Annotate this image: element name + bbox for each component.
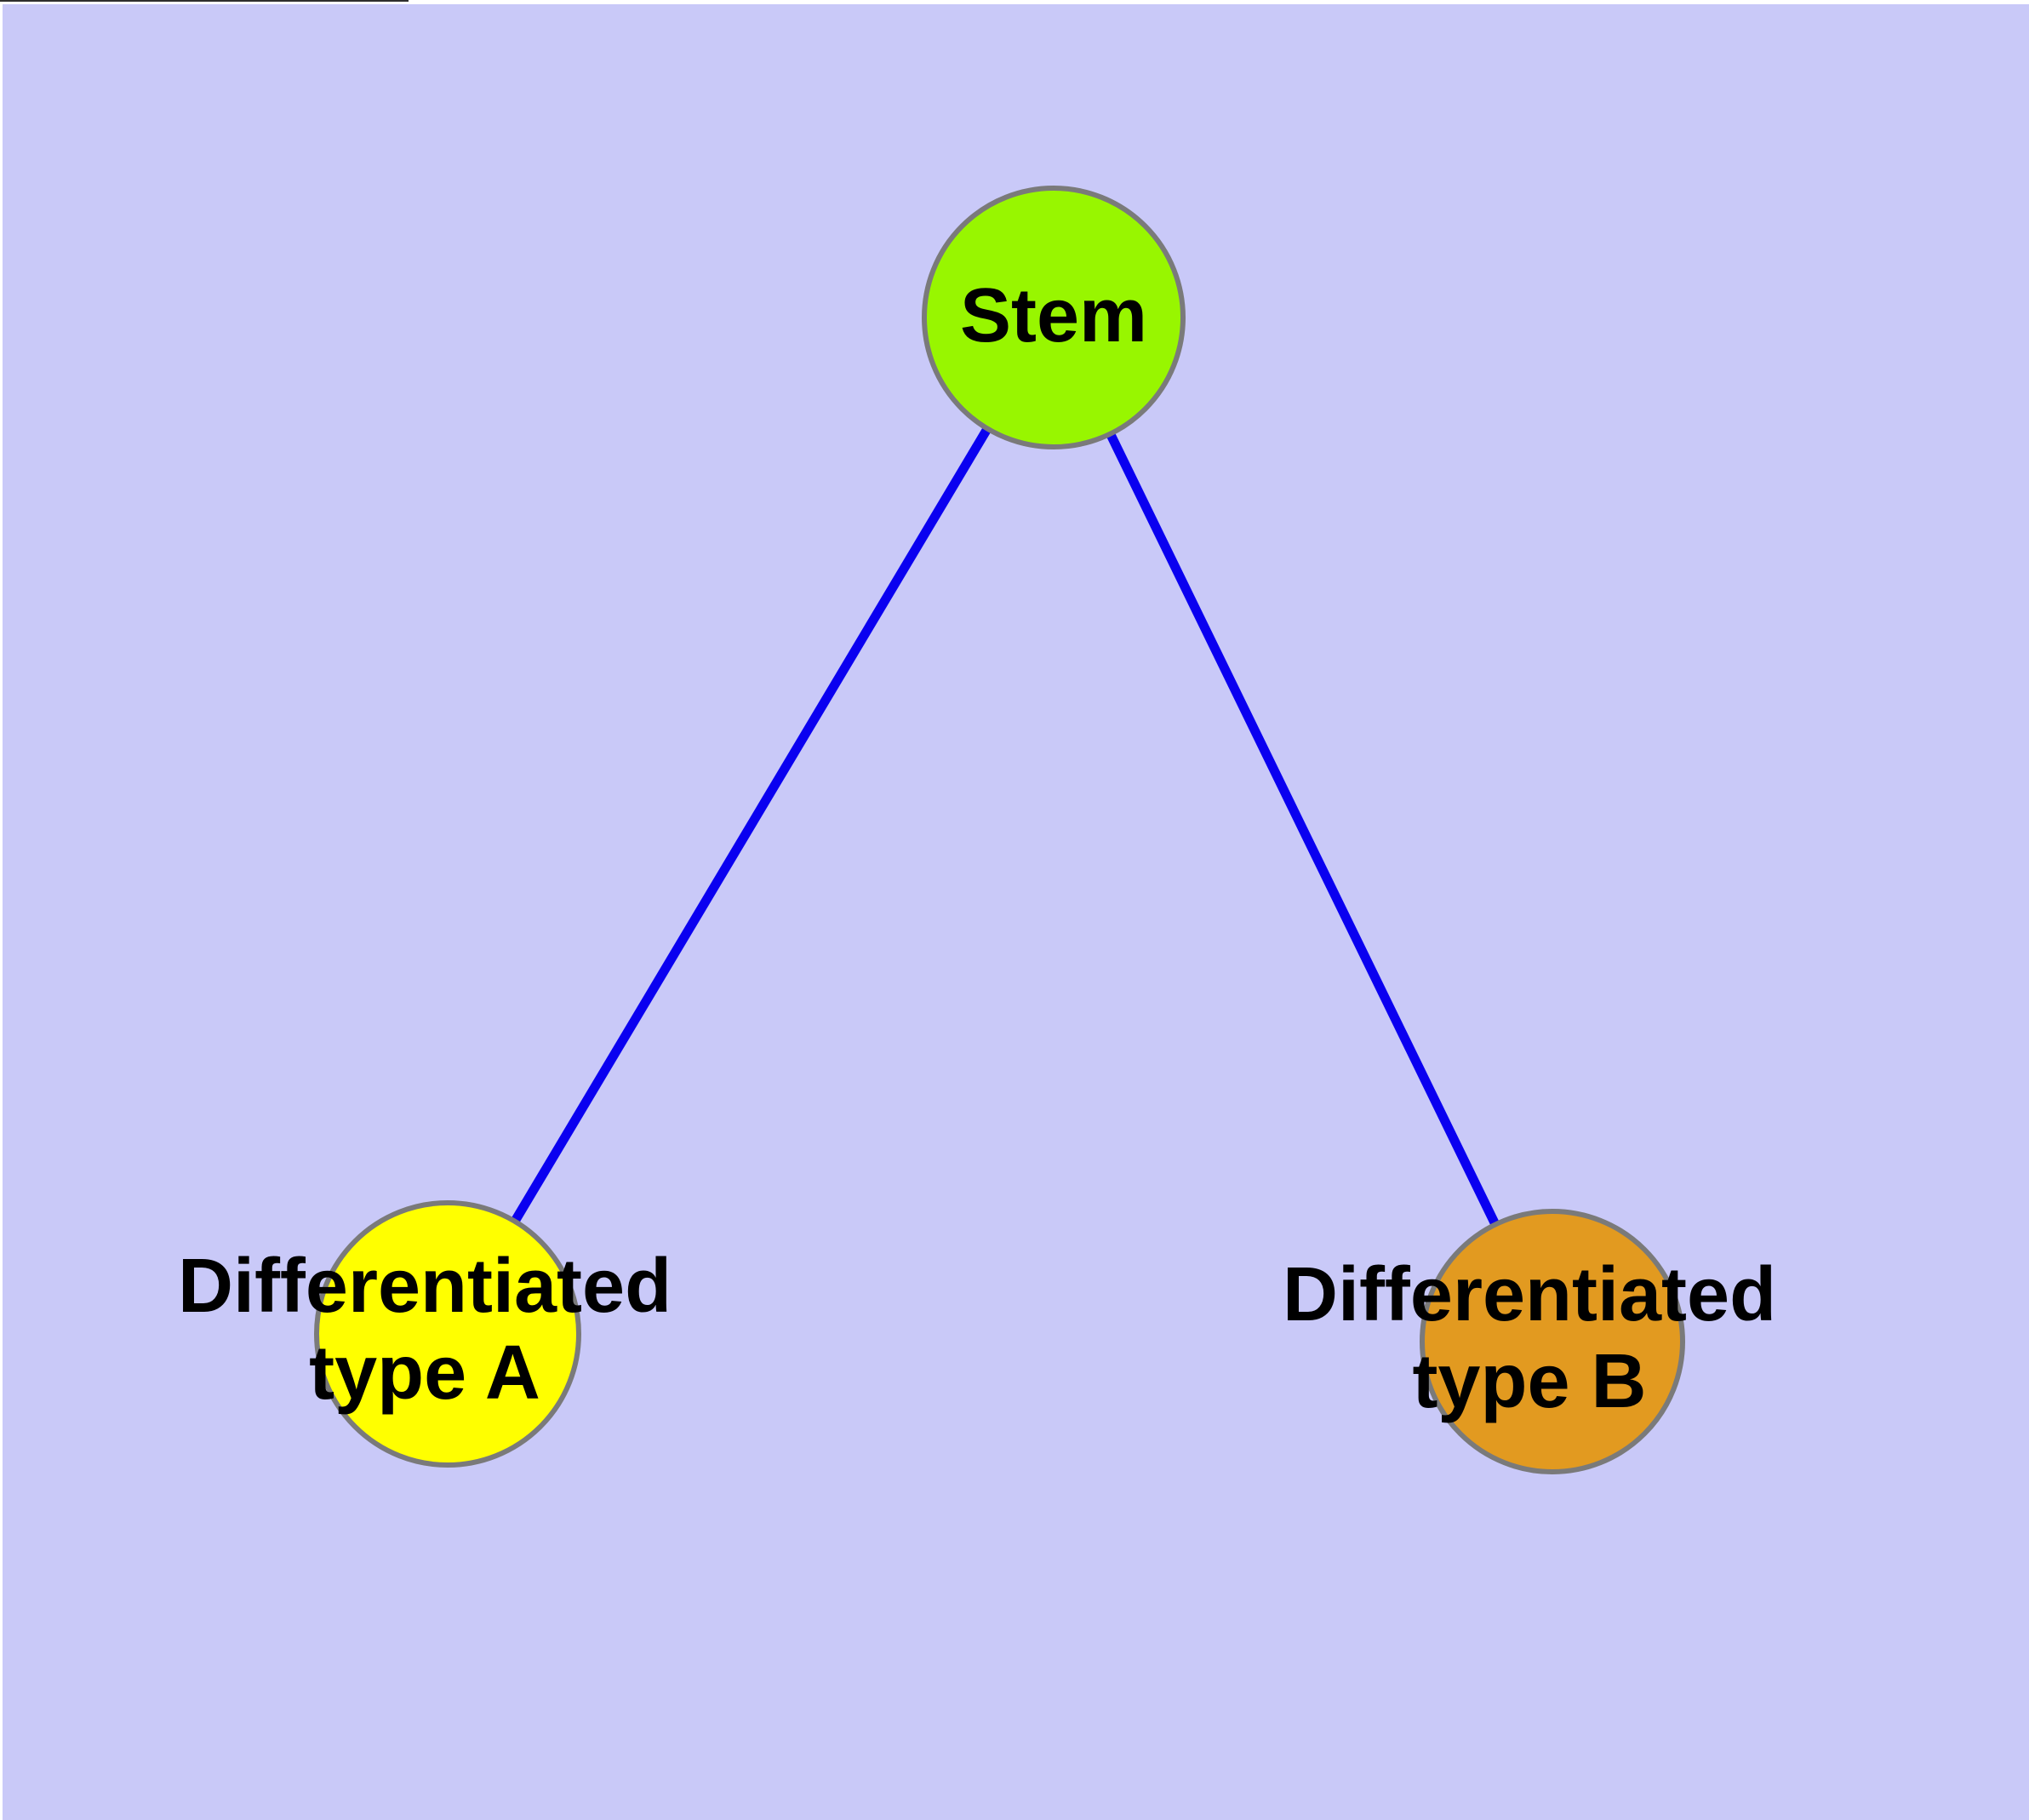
node-type-b-label: Differentiated type B (1283, 1251, 1776, 1425)
node-stem-label: Stem (960, 272, 1147, 359)
node-type-a-label-line2: type A (309, 1331, 540, 1416)
node-type-a-label-line1: Differentiated (177, 1244, 672, 1329)
left-margin-strip (0, 0, 3, 1820)
node-type-a (314, 1200, 581, 1468)
node-type-a-label: Differentiated type A (178, 1243, 672, 1417)
top-edge-line (0, 0, 409, 2)
node-type-b-label-line2: type B (1412, 1339, 1647, 1424)
node-type-b-label-line1: Differentiated (1282, 1252, 1777, 1337)
edge-stem-to-type-a (443, 315, 1058, 1336)
edge-stem-to-type-b (1049, 315, 1557, 1344)
node-stem-label-text: Stem (959, 273, 1148, 358)
node-type-b (1420, 1209, 1685, 1474)
node-stem (922, 186, 1186, 449)
top-margin-strip (0, 0, 2029, 4)
